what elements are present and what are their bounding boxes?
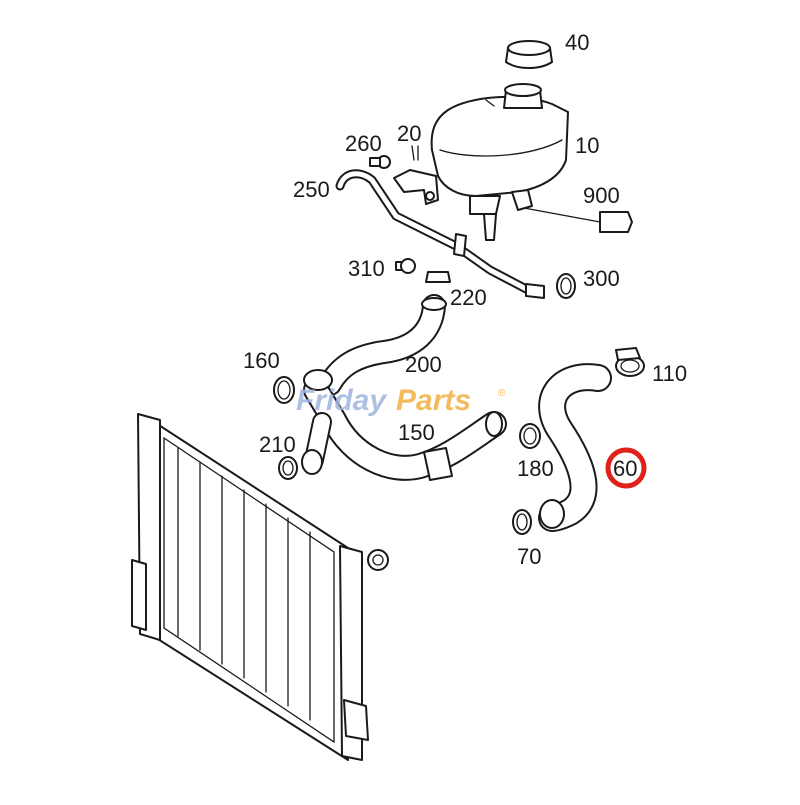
clip-220 [425,271,451,283]
callout-60: 60 [613,456,637,481]
watermark-text-b: Parts [396,384,471,417]
watermark: Friday Parts ® [296,384,506,417]
highlight-circle [605,447,647,489]
o-ring-70 [512,509,532,535]
callout-300: 300 [583,266,620,291]
expansion-tank [430,83,569,241]
tank-bracket [393,145,439,205]
callout-210: 210 [259,432,296,457]
hose-60 [538,363,612,532]
callout-10: 10 [575,133,599,158]
callout-150: 150 [398,420,435,445]
o-ring-160 [273,376,295,404]
o-ring-210 [278,449,323,480]
callout-220: 220 [450,285,487,310]
callout-180: 180 [517,456,554,481]
callout-110: 110 [652,361,687,386]
callout-40: 40 [565,30,589,55]
callout-900: 900 [583,183,620,208]
watermark-text-a: Friday [296,384,387,417]
callout-260: 260 [345,131,382,156]
bleed-line [335,169,545,299]
hose-200 [318,294,447,396]
callout-250: 250 [293,177,330,202]
screw-310 [395,258,416,274]
callout-20: 20 [397,121,421,146]
level-sensor [523,207,633,233]
radiator [131,413,389,761]
clamp-180 [519,423,541,449]
callout-160: 160 [243,348,280,373]
watermark-registered-mark: ® [498,388,506,399]
screw-260 [369,155,391,169]
callout-200: 200 [405,352,442,377]
expansion-tank-cap [505,40,553,69]
clamp-110 [615,347,645,377]
callout-310: 310 [348,256,385,281]
callout-labels: 40 10 20 260 250 900 310 300 220 160 200… [243,30,687,569]
callout-70: 70 [517,544,541,569]
clamp-300 [556,273,576,299]
